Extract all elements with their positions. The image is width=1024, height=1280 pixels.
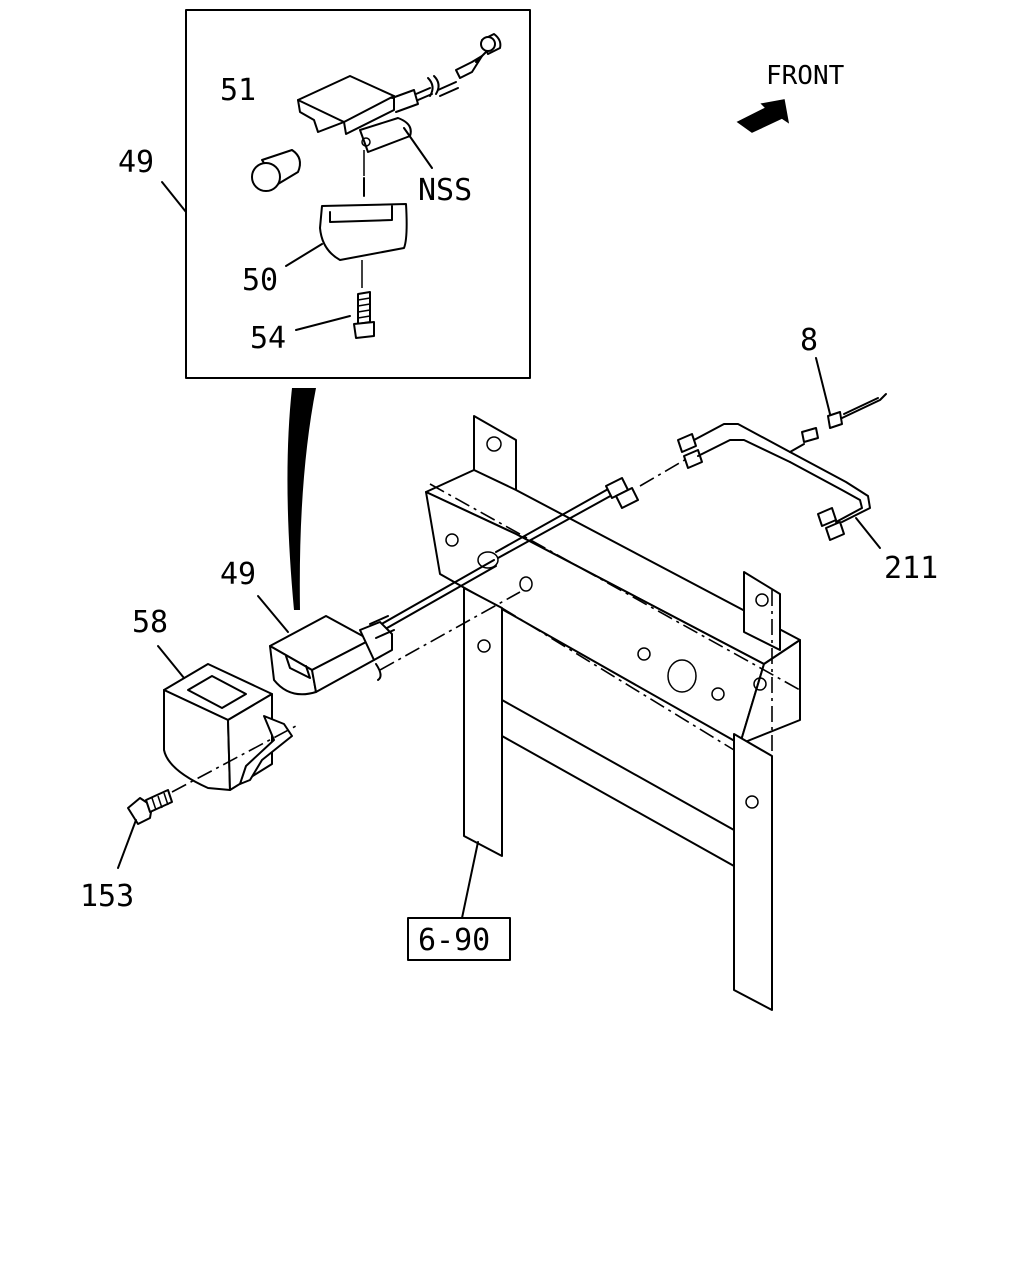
mounting-bracket-part <box>163 663 297 793</box>
lamp-socket-part <box>297 33 502 176</box>
inset-frame <box>185 9 531 379</box>
inset-detail <box>185 9 531 379</box>
callout-58: 58 <box>132 605 168 640</box>
callout-153: 153 <box>80 879 134 914</box>
frame-bracket <box>425 415 801 1011</box>
reference-box <box>407 917 511 961</box>
screw-part <box>353 291 375 339</box>
wire-harness <box>377 393 887 633</box>
callout-54: 54 <box>250 321 286 356</box>
front-label: FRONT <box>766 61 845 91</box>
callout-nss: NSS <box>418 173 472 208</box>
lens-cover-part <box>319 177 408 288</box>
bolt-part <box>127 789 173 825</box>
reference-6-90: 6-90 <box>418 923 490 958</box>
callout-50: 50 <box>242 263 278 298</box>
bulb-part <box>251 149 301 192</box>
callout-51: 51 <box>220 73 256 108</box>
detail-pointer-curve <box>287 388 316 610</box>
callout-8: 8 <box>800 323 818 358</box>
callout-49-main: 49 <box>220 557 256 592</box>
front-arrow-icon <box>736 99 790 133</box>
callout-211: 211 <box>884 551 938 586</box>
lamp-assembly <box>269 591 521 696</box>
callout-49-inset: 49 <box>118 145 154 180</box>
